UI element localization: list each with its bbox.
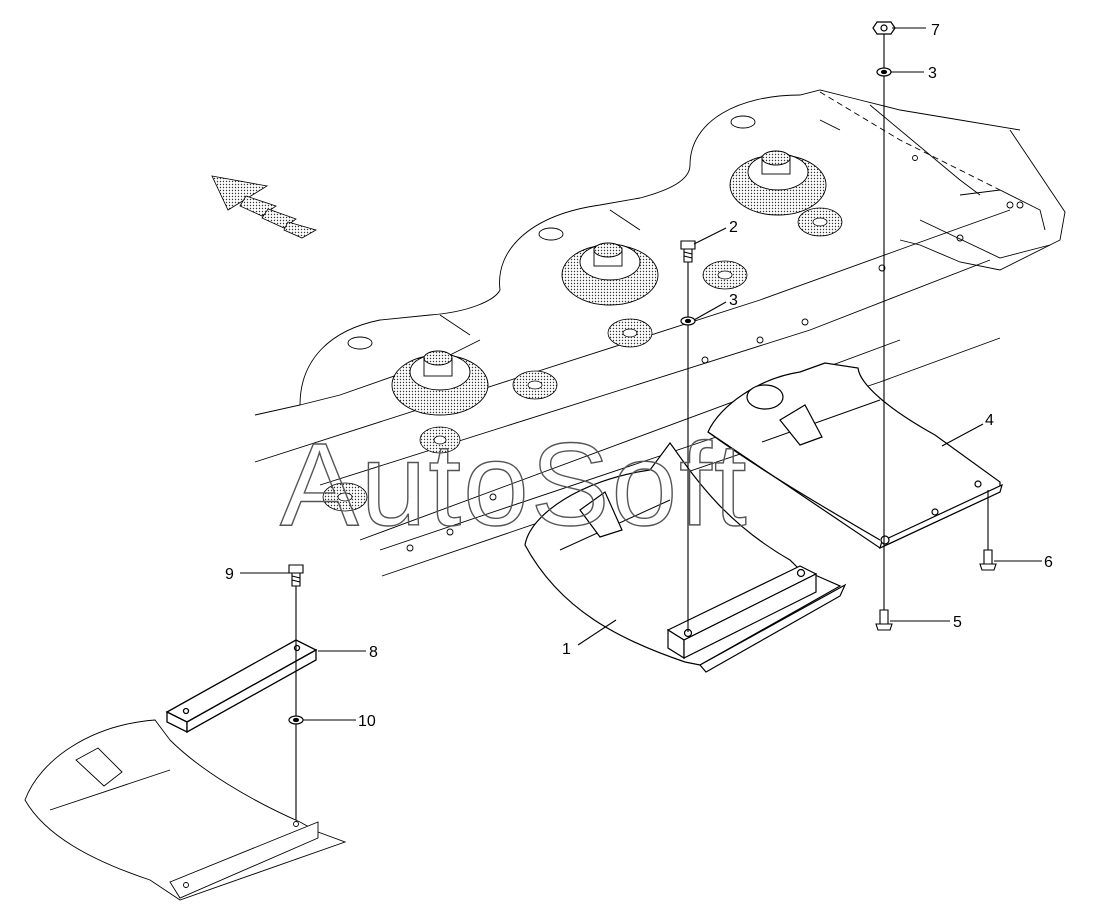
leader-lines <box>240 27 1042 721</box>
callout-3-mid: 3 <box>729 292 738 309</box>
assembly-axes <box>295 30 989 820</box>
callout-5: 5 <box>953 614 962 631</box>
skid-plate-4 <box>707 362 1003 550</box>
hex-nut-icon <box>872 21 896 35</box>
callout-2: 2 <box>729 219 738 236</box>
callouts: 7 3 2 3 4 6 5 1 8 9 10 <box>225 22 1053 730</box>
disc-hub-1 <box>391 350 489 416</box>
washer-discs <box>322 207 843 512</box>
callout-6: 6 <box>1044 554 1053 571</box>
callout-9: 9 <box>225 566 234 583</box>
watermark: AutoSoft <box>280 419 749 551</box>
lower-plate <box>24 719 347 901</box>
spacer-bar-8 <box>165 639 318 734</box>
disc-hub-2 <box>561 242 659 306</box>
bolt-icon <box>288 240 997 631</box>
callout-4: 4 <box>985 412 994 429</box>
skid-plate-1 <box>524 441 847 673</box>
direction-arrow-icon <box>211 175 318 239</box>
callout-10: 10 <box>358 713 376 730</box>
washer-icon <box>288 67 892 725</box>
disc-hub-3 <box>729 150 827 216</box>
callout-7: 7 <box>931 22 940 39</box>
callout-3-top: 3 <box>928 65 937 82</box>
callout-1: 1 <box>562 641 571 658</box>
callout-8: 8 <box>369 644 378 661</box>
